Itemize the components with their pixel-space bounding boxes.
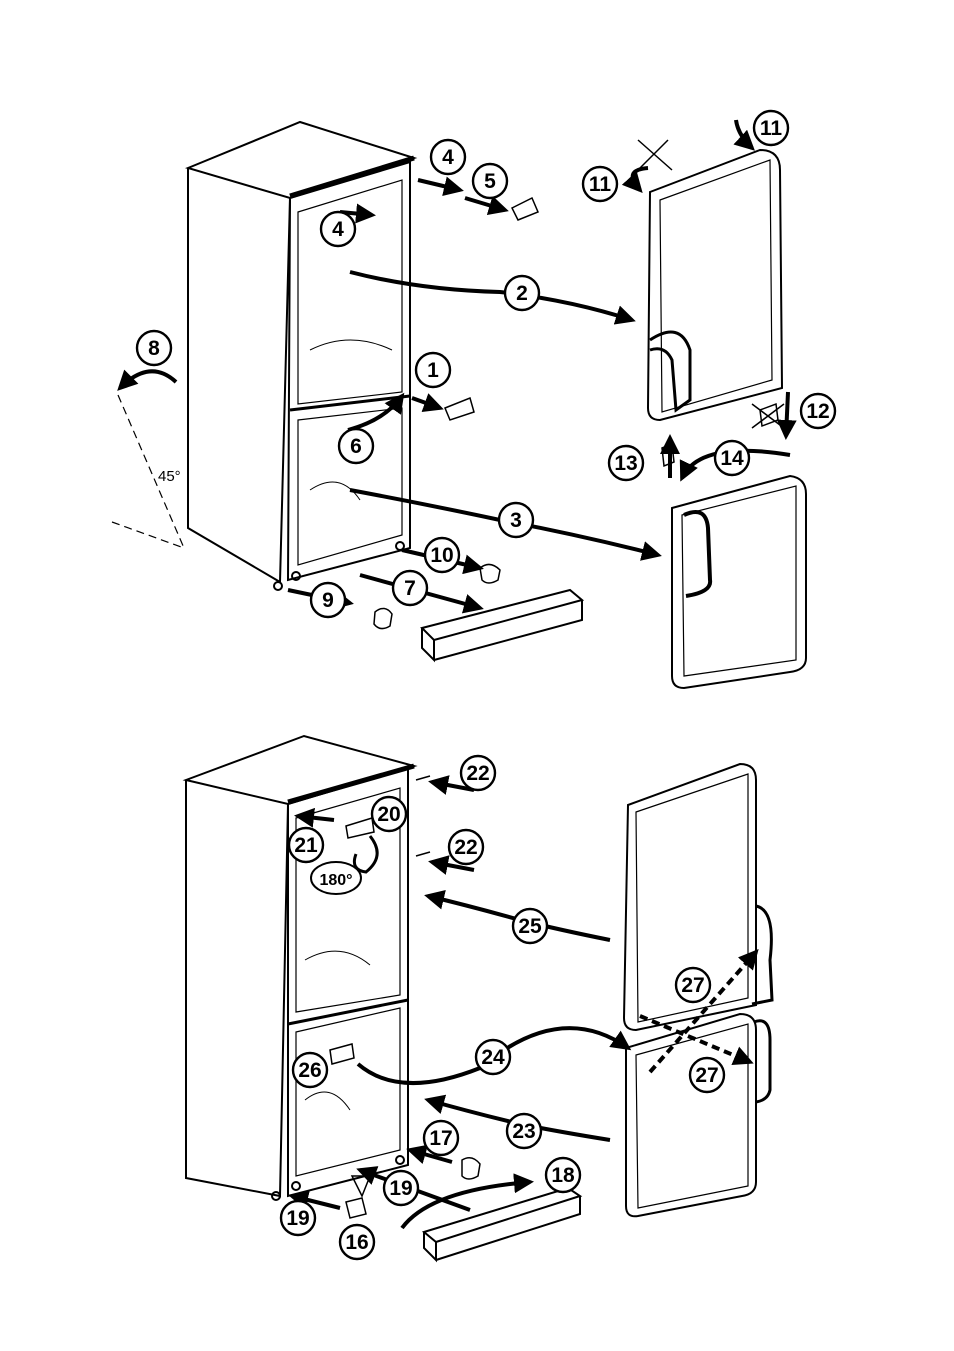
crossed-clip-icon	[638, 140, 672, 170]
callout-number: 11	[760, 117, 783, 140]
bottom-callout-20: 20	[372, 797, 406, 831]
callout-number: 14	[720, 447, 744, 470]
callout-number: 19	[286, 1207, 309, 1230]
top-callout-6: 6	[339, 429, 373, 463]
angle-label: 45°	[158, 468, 181, 485]
top-callout-9: 9	[311, 583, 345, 617]
callout-number: 5	[484, 170, 496, 193]
top-assembly	[112, 120, 806, 688]
bottom-callout-19: 19	[384, 1171, 418, 1205]
top-callout-11: 11	[583, 167, 617, 201]
top-callout-4: 4	[431, 140, 465, 174]
bottom-callout-27: 27	[676, 968, 710, 1002]
callout-number: 3	[510, 509, 522, 532]
callout-number: 12	[806, 400, 829, 423]
callout-number: 27	[695, 1064, 718, 1087]
bottom-callout-16: 16	[340, 1225, 374, 1259]
bottom-callout-26: 26	[293, 1053, 327, 1087]
callout-number: 19	[389, 1177, 412, 1200]
callout-number: 17	[429, 1127, 452, 1150]
callout-number: 18	[551, 1164, 575, 1187]
callout-number: 8	[148, 337, 160, 360]
bottom-callout-21: 21	[289, 828, 323, 862]
callout-number: 26	[298, 1059, 321, 1082]
bottom-callout-18: 18	[546, 1158, 580, 1192]
callout-number: 4	[442, 146, 454, 169]
callout-number: 27	[681, 974, 704, 997]
callout-number: 1	[427, 359, 439, 382]
top-callout-11: 11	[754, 111, 788, 145]
callout-number: 22	[466, 762, 489, 785]
callout-number: 23	[512, 1120, 535, 1143]
callout-number: 16	[345, 1231, 368, 1254]
callout-number: 13	[614, 452, 637, 475]
rotation-arc	[354, 836, 377, 872]
labels: 45° 180°	[158, 468, 361, 894]
rotation-label: 180°	[319, 872, 352, 889]
rotation-label-ellipse: 180°	[311, 862, 361, 894]
top-callout-7: 7	[393, 571, 427, 605]
callout-number: 6	[350, 435, 362, 458]
top-callout-14: 14	[715, 441, 749, 475]
bottom-callout-27: 27	[690, 1058, 724, 1092]
callout-number: 9	[322, 589, 334, 612]
callout-number: 21	[294, 834, 318, 857]
callout-number: 24	[481, 1046, 505, 1069]
lower-door-bottom	[626, 1014, 770, 1216]
callout-number: 7	[404, 577, 416, 600]
top-callout-10: 10	[425, 538, 459, 572]
lower-door-top	[672, 476, 806, 688]
top-callout-4: 4	[321, 212, 355, 246]
bottom-callout-25: 25	[513, 909, 547, 943]
callout-number: 25	[518, 915, 542, 938]
top-callout-2: 2	[505, 276, 539, 310]
top-callout-1: 1	[416, 353, 450, 387]
callout-number: 2	[516, 282, 528, 305]
top-callout-5: 5	[473, 164, 507, 198]
top-callout-3: 3	[499, 503, 533, 537]
arrows-bottom	[292, 782, 756, 1228]
top-callout-8: 8	[137, 331, 171, 365]
bottom-callout-24: 24	[476, 1040, 510, 1074]
bottom-callout-23: 23	[507, 1114, 541, 1148]
callout-number: 20	[377, 803, 400, 826]
callout-number: 22	[454, 836, 477, 859]
fridge-cabinet-top	[188, 122, 414, 590]
bottom-callout-17: 17	[424, 1121, 458, 1155]
upper-door-top	[648, 150, 782, 420]
top-callout-13: 13	[609, 446, 643, 480]
callouts-top: 1234456789101111121314	[137, 111, 835, 617]
callout-number: 4	[332, 218, 344, 241]
bottom-callout-22: 22	[449, 830, 483, 864]
bottom-callout-22: 22	[461, 756, 495, 790]
callout-number: 11	[589, 173, 612, 196]
callout-number: 10	[430, 544, 453, 567]
top-callout-12: 12	[801, 394, 835, 428]
bottom-callout-19: 19	[281, 1201, 315, 1235]
